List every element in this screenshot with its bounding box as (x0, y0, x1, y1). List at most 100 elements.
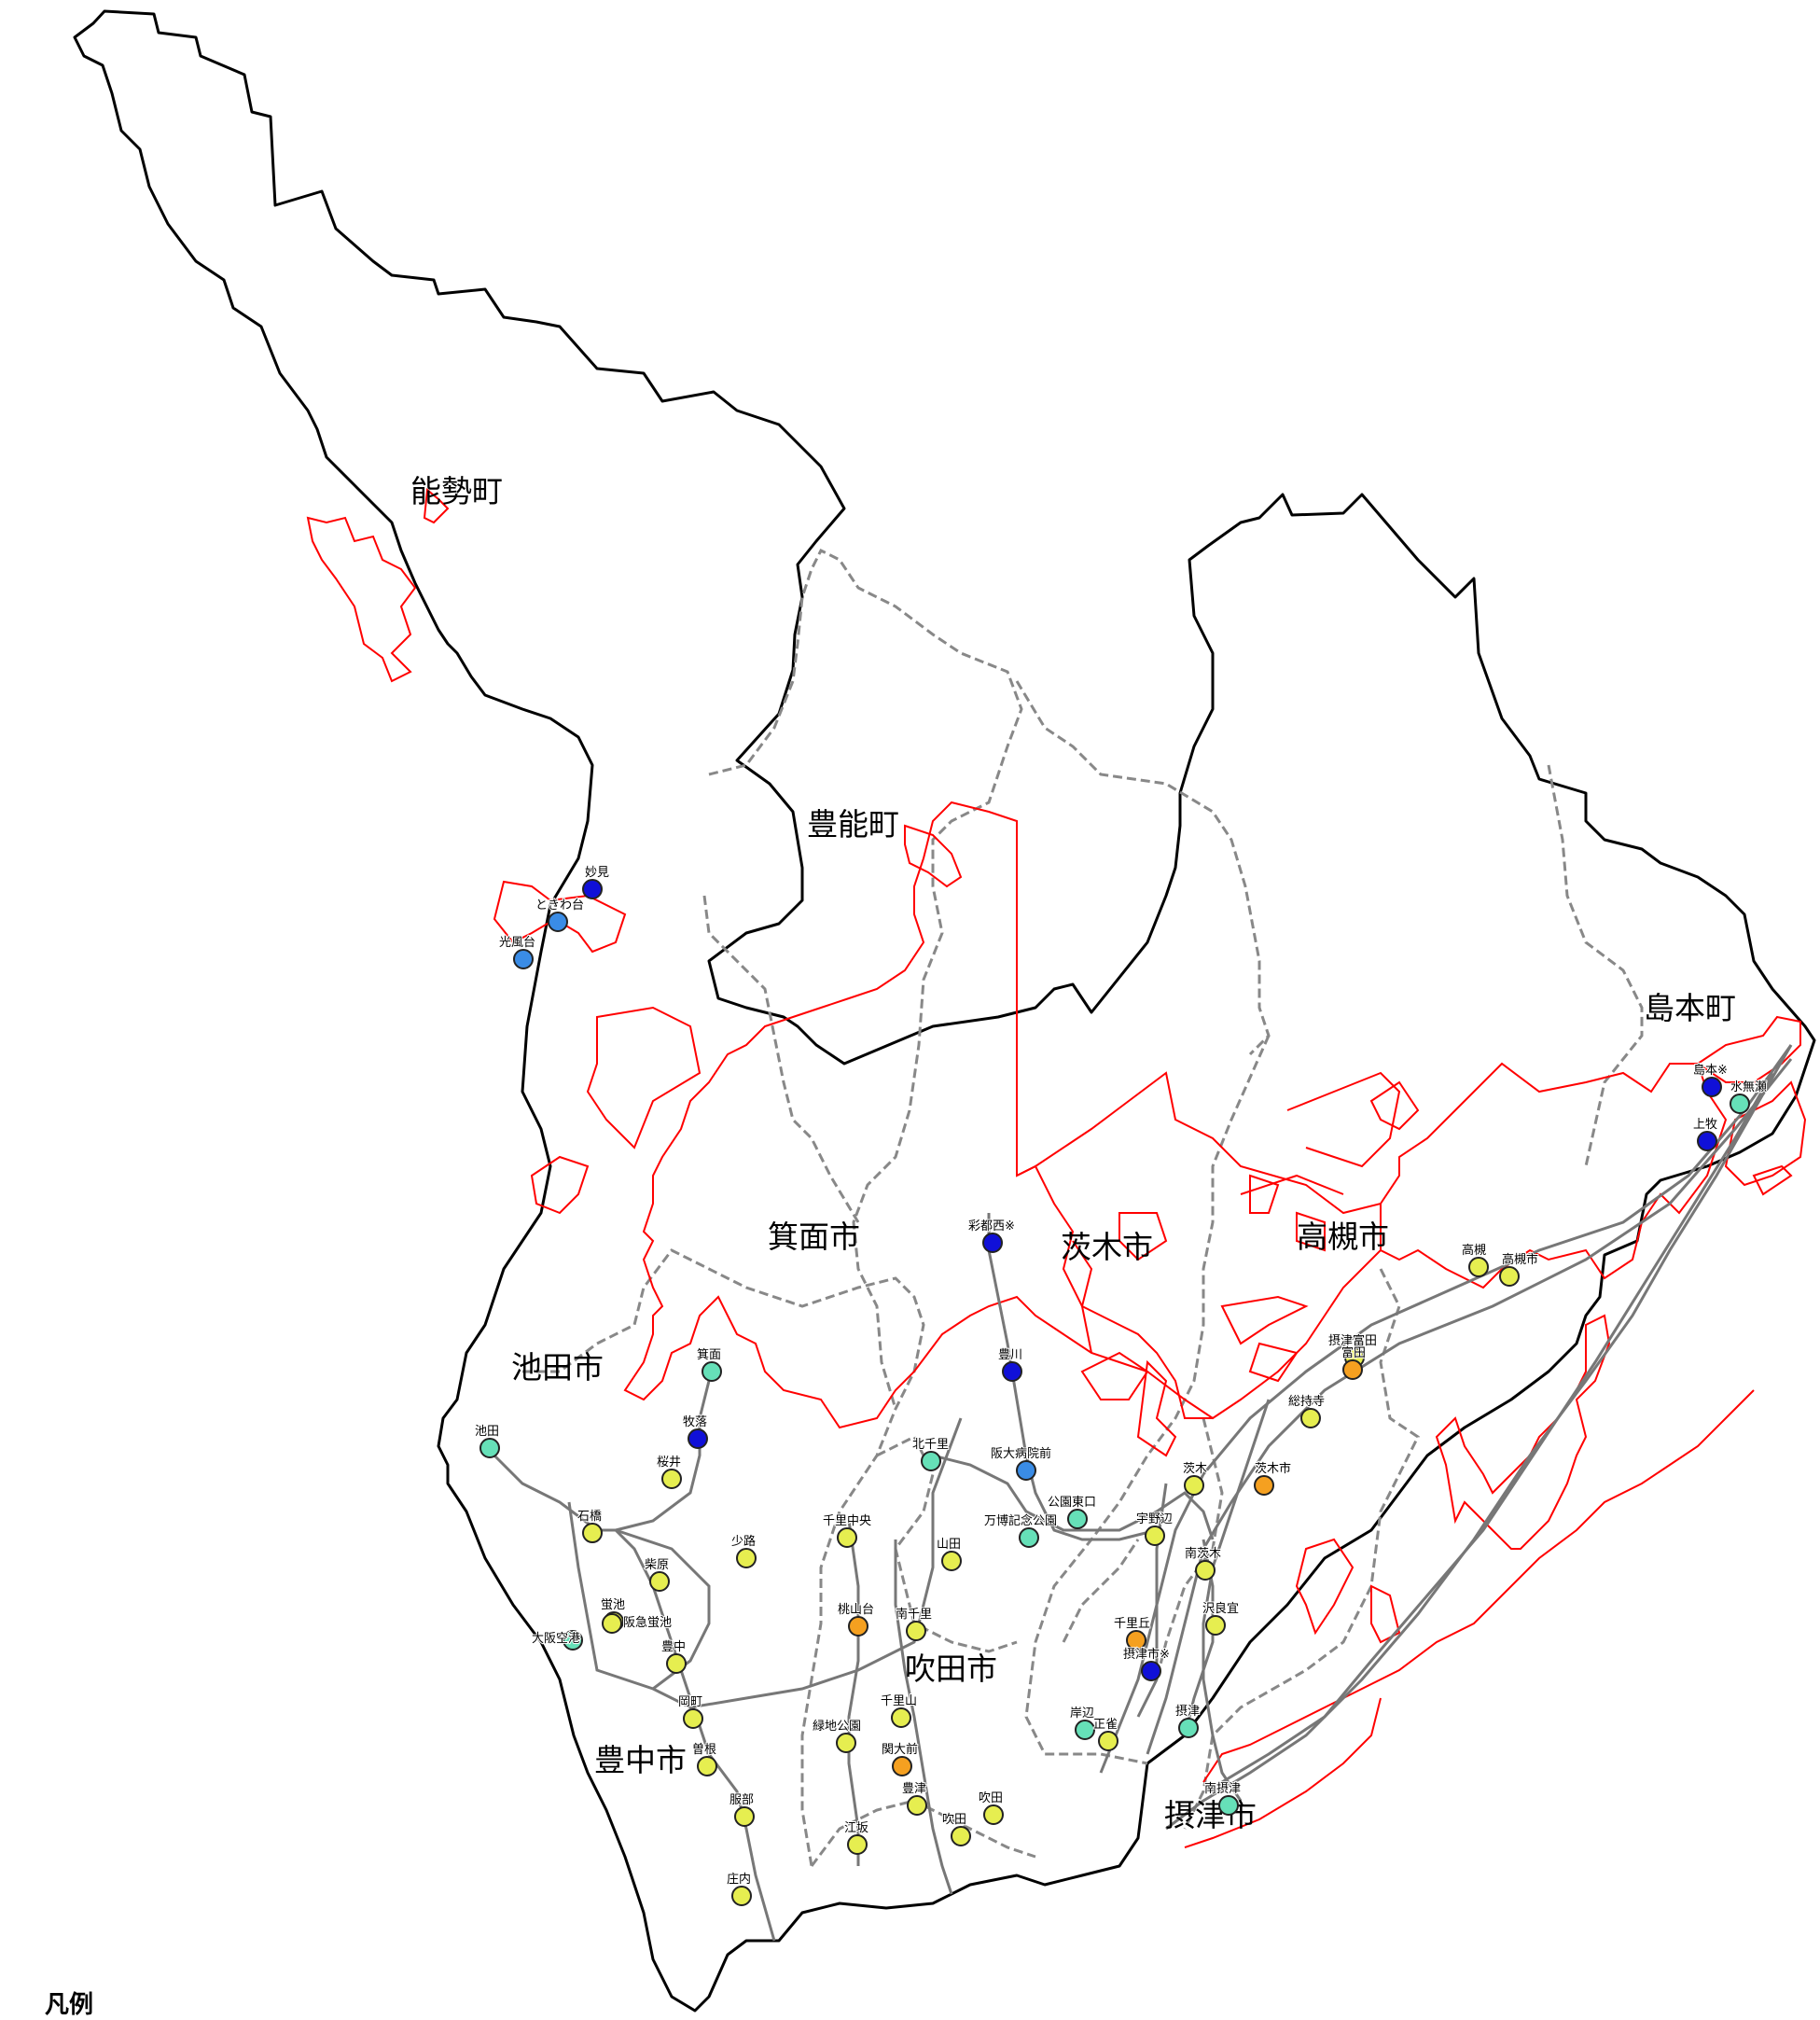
station-label: 豊中 (661, 1640, 686, 1654)
station-marker (1019, 1527, 1039, 1548)
station-marker (1702, 1077, 1722, 1097)
station: 摂津市※ (1122, 1646, 1171, 1681)
station-marker (848, 1616, 868, 1637)
station: 宇野辺 (1135, 1512, 1174, 1546)
station-label: 千里丘 (1114, 1617, 1150, 1631)
station: 服部 (729, 1792, 755, 1827)
label-nose: 能勢町 (410, 473, 503, 509)
station: 少路 (730, 1533, 757, 1568)
station-label: 彩都西※ (968, 1219, 1015, 1233)
station: 沢良宜 (1202, 1600, 1240, 1636)
station-marker (1178, 1718, 1199, 1738)
station-marker (697, 1756, 717, 1776)
station-label: 柴原 (645, 1558, 669, 1572)
station-label: 宇野辺 (1136, 1512, 1173, 1526)
station-label: 阪大病院前 (991, 1446, 1051, 1461)
station: 摂津富田 (1327, 1332, 1378, 1368)
station-label: 光風台 (499, 936, 535, 950)
station-label: 摂津 (1175, 1704, 1200, 1719)
station: 茨木 (1182, 1461, 1208, 1496)
station-marker (1126, 1630, 1146, 1651)
station: 正雀 (1092, 1717, 1118, 1751)
station-label: 岸辺 (1070, 1707, 1094, 1720)
station-label: 箕面 (697, 1347, 721, 1362)
station: 桃山台 (837, 1602, 875, 1637)
station-marker (1697, 1131, 1717, 1151)
station-marker (734, 1806, 755, 1827)
station-marker (1730, 1094, 1750, 1114)
station: 庄内 (726, 1871, 752, 1906)
station-marker (1016, 1460, 1036, 1481)
station: 岡町 (677, 1694, 703, 1729)
station-label: 茨木 (1183, 1462, 1207, 1476)
station: ときわ台 (535, 898, 585, 932)
label-toyono: 豊能町 (807, 806, 899, 843)
station-label: 正雀 (1093, 1718, 1118, 1732)
station-marker (1300, 1408, 1321, 1428)
station: 水無瀬 (1730, 1080, 1768, 1114)
station-marker (1468, 1257, 1489, 1277)
station-marker (1218, 1795, 1239, 1816)
station-marker (982, 1233, 1003, 1253)
station-marker (921, 1451, 941, 1471)
station-marker (582, 1523, 603, 1543)
station-label: 茨木市 (1255, 1461, 1291, 1476)
station: 千里中央 (822, 1513, 872, 1548)
station-marker (688, 1428, 708, 1449)
station-marker (1002, 1361, 1022, 1382)
station-marker (1195, 1560, 1216, 1581)
station-marker (661, 1469, 682, 1489)
station: 山田 (936, 1537, 962, 1571)
station: 曽根 (691, 1742, 717, 1776)
station-label: 摂津富田 (1328, 1333, 1377, 1348)
label-suita: 吹田市 (905, 1651, 997, 1687)
station: 阪急蛍池 (602, 1613, 673, 1634)
station: 阪大病院前 (990, 1445, 1052, 1481)
station-label: 豊津 (902, 1782, 926, 1796)
station: 関大前 (881, 1741, 919, 1776)
station: 南摂津 (1203, 1780, 1242, 1816)
label-ikeda: 池田市 (511, 1349, 604, 1386)
station-label: 千里山 (881, 1694, 917, 1708)
station: 岸辺 (1069, 1706, 1095, 1740)
station-label: ときわ台 (535, 899, 584, 912)
station: 吹田 (978, 1790, 1004, 1825)
station-label: 沢良宜 (1202, 1601, 1239, 1616)
station-label: 南千里 (896, 1607, 932, 1622)
station-marker (702, 1361, 722, 1382)
region-outer-boundary (73, 9, 1816, 2013)
station-marker (836, 1733, 856, 1753)
station-label: 水無瀬 (1730, 1080, 1767, 1094)
station-marker (582, 879, 603, 899)
station-label: 牧落 (683, 1415, 707, 1429)
station-label: 庄内 (727, 1872, 751, 1887)
station-marker (891, 1707, 911, 1728)
station: 彩都西※ (967, 1219, 1016, 1253)
label-minoh: 箕面市 (768, 1219, 860, 1255)
station-marker (736, 1548, 757, 1568)
station-marker (983, 1804, 1004, 1825)
station: 豊津 (901, 1781, 927, 1816)
station-label: 大阪空港 (532, 1632, 580, 1646)
station: 江坂 (843, 1820, 869, 1855)
station-label: 緑地公園 (813, 1720, 861, 1734)
station-marker (1205, 1615, 1226, 1636)
station-marker (731, 1886, 752, 1906)
station: 公園東口 (1047, 1494, 1097, 1529)
station: 万博記念公園 (983, 1512, 1058, 1548)
station-label: 少路 (731, 1534, 756, 1549)
station-marker (683, 1708, 703, 1729)
station: 吹田 (941, 1812, 971, 1846)
station: 妙見 (582, 865, 610, 899)
label-takatsuki: 高槻市 (1297, 1219, 1389, 1255)
station-marker (1145, 1525, 1165, 1546)
station-label: 岡町 (678, 1695, 702, 1709)
station-label: 高槻市 (1502, 1252, 1538, 1267)
station-marker (1098, 1731, 1118, 1751)
station-label: 石橋 (577, 1510, 602, 1524)
station-marker (847, 1834, 868, 1855)
municipal-boundaries (522, 548, 1644, 1867)
station: 牧落 (682, 1414, 708, 1449)
station: 豊中 (660, 1639, 687, 1674)
station-label: 島本※ (1693, 1064, 1728, 1078)
